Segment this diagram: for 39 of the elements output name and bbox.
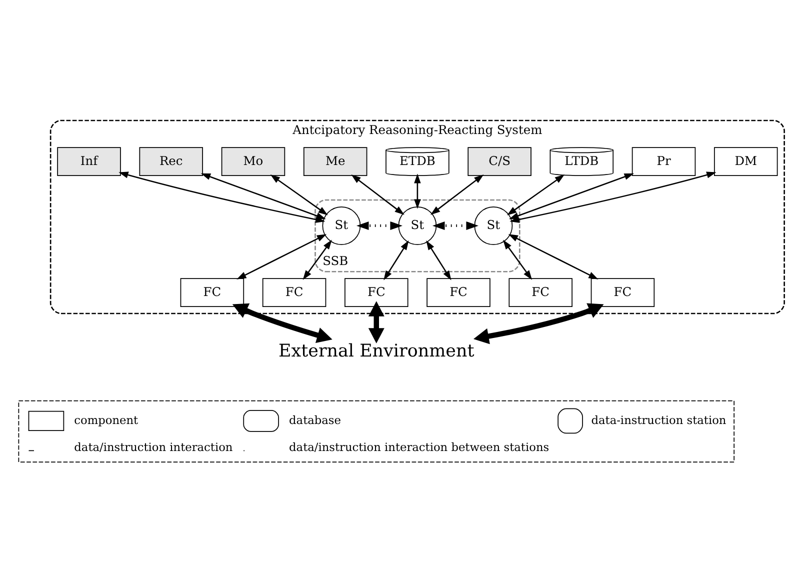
- arrow: [351, 174, 404, 214]
- arrow: [356, 220, 402, 230]
- arrow: [432, 220, 478, 230]
- node-box: Inf: [57, 146, 121, 176]
- arrow: [430, 174, 484, 214]
- arrow: [506, 174, 565, 215]
- node-text: External Environment: [278, 340, 474, 361]
- arrow: [384, 240, 409, 280]
- arrow: [236, 234, 327, 279]
- legend-label: database: [289, 412, 341, 426]
- legend-label: data/instruction interaction between stations: [289, 440, 550, 454]
- arrow: [368, 300, 384, 343]
- node-circle: St: [474, 206, 513, 244]
- node-box: FC: [344, 278, 408, 306]
- arrow: [502, 239, 532, 280]
- node-box: FC: [262, 278, 326, 306]
- node-box: Rec: [139, 146, 203, 176]
- node-box: FC: [180, 278, 244, 306]
- arrow: [414, 173, 421, 208]
- legend-label: component: [74, 412, 138, 426]
- node-box: C/S: [468, 146, 532, 176]
- legend-label: data/instruction interaction: [74, 440, 233, 454]
- arrow: [302, 239, 332, 280]
- arrow: [473, 302, 604, 344]
- node-box: Me: [303, 146, 368, 176]
- node-circle: St: [322, 206, 361, 244]
- arrow: [270, 174, 328, 215]
- node-box: Pr: [632, 146, 696, 176]
- legend-label: data-instruction station: [591, 412, 726, 426]
- node-box: Mo: [221, 146, 286, 176]
- arrow: [232, 302, 332, 342]
- arrow: [426, 240, 452, 280]
- node-box: FC: [590, 278, 655, 306]
- arrow: [508, 172, 634, 219]
- node-box: DM: [714, 146, 778, 176]
- node-box: FC: [508, 278, 572, 306]
- node-box: FC: [426, 278, 490, 306]
- arrow: [508, 234, 598, 279]
- node-circle: St: [398, 206, 437, 244]
